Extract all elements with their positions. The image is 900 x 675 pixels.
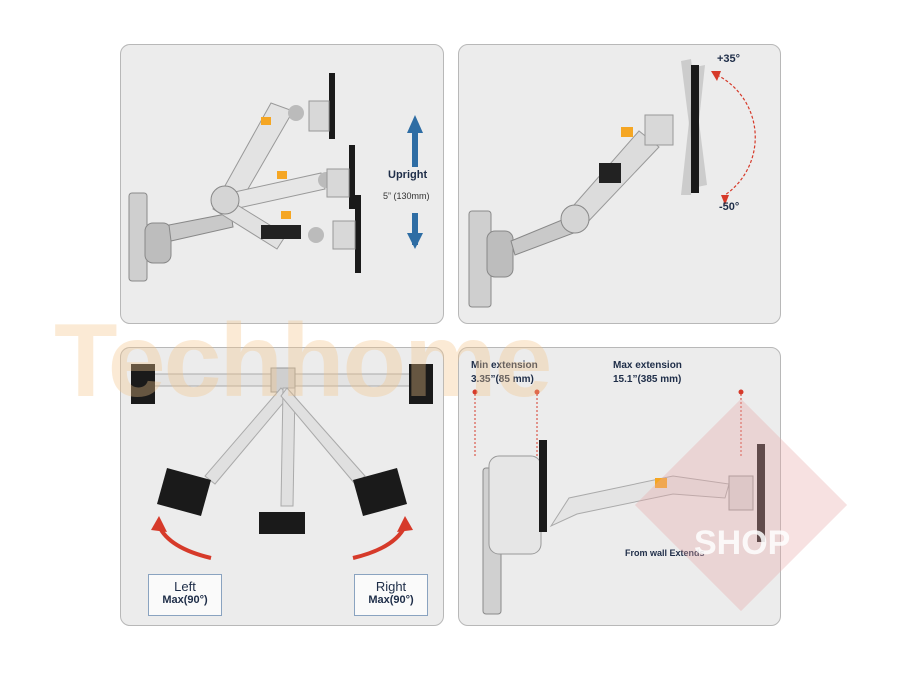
swivel-right-label: Right	[375, 579, 407, 594]
swivel-right-max: Max(90°)	[368, 594, 414, 606]
upright-arm-illustration	[128, 73, 361, 282]
swivel-left-box: Left Max(90°)	[148, 574, 222, 616]
tilt-up-angle: +35°	[717, 53, 741, 65]
panel-extension: Min extension 3.35”(85 mm) Max extension…	[458, 347, 781, 626]
min-extension-value: 3.35”(85 mm)	[471, 374, 534, 385]
panel-upright-adjustment: Upright 5” (130mm)	[120, 44, 444, 324]
upright-label: Upright	[388, 169, 428, 181]
tilt-arc-icon	[711, 71, 756, 205]
up-down-arrow-icon	[407, 115, 423, 249]
extension-caption: From wall Extends	[625, 548, 705, 558]
max-extension-title: Max extension	[613, 360, 682, 371]
extension-arm-illustration	[482, 440, 765, 615]
swivel-left-arrow-icon	[151, 516, 212, 560]
min-extension-title: Min extension	[471, 360, 538, 371]
panel-tilt-adjustment: +35° -50°	[458, 44, 781, 324]
swivel-arm-illustration	[131, 364, 433, 534]
extension-marker-icon	[472, 389, 744, 458]
swivel-right-arrow-icon	[352, 516, 413, 560]
swivel-right-box: Right Max(90°)	[354, 574, 428, 616]
swivel-left-max: Max(90°)	[162, 594, 208, 606]
upright-distance: 5” (130mm)	[383, 191, 430, 201]
swivel-left-label: Left	[174, 579, 196, 594]
panel-swivel-adjustment: Left Max(90°) Right Max(90°)	[120, 347, 444, 626]
tilt-down-angle: -50°	[719, 201, 740, 213]
max-extension-value: 15.1”(385 mm)	[613, 374, 682, 385]
tilt-arm-illustration	[468, 59, 707, 308]
